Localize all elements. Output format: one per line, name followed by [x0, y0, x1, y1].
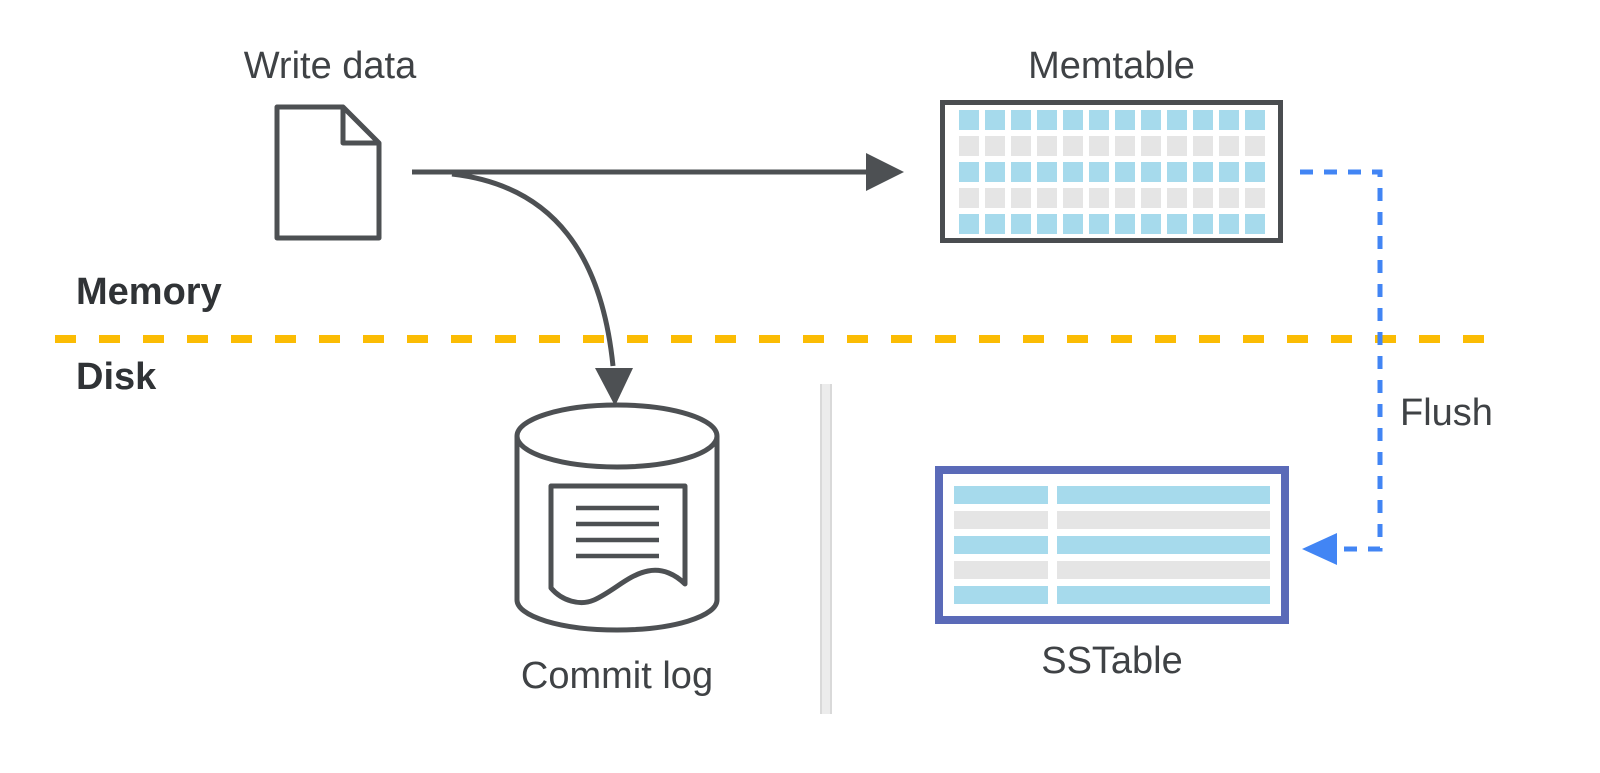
- memtable-cell: [1010, 187, 1031, 208]
- memtable-cell: [1088, 213, 1109, 234]
- memtable-cell: [1036, 187, 1057, 208]
- sstable-cell: [954, 511, 1048, 529]
- memtable-cell: [1166, 187, 1187, 208]
- sstable-cell: [1057, 486, 1270, 504]
- memtable-cell: [1010, 213, 1031, 234]
- memtable-cell: [1166, 213, 1187, 234]
- memtable-cell: [958, 135, 979, 156]
- write-to-commit-log-arrow: [451, 171, 633, 406]
- memtable-cell: [1244, 213, 1265, 234]
- sstable-row: [954, 486, 1270, 504]
- sstable-cell: [1057, 561, 1270, 579]
- sstable-cell: [1057, 586, 1270, 604]
- memtable-cell: [1166, 135, 1187, 156]
- memtable-cell: [1218, 213, 1239, 234]
- sstable-cell: [954, 586, 1048, 604]
- memtable-cell: [1192, 161, 1213, 182]
- memtable-cell: [984, 109, 1005, 130]
- memtable-cell: [1192, 135, 1213, 156]
- memtable-cell: [1114, 213, 1135, 234]
- sstable-label: SSTable: [1041, 640, 1183, 682]
- memtable-cell: [1218, 187, 1239, 208]
- memtable-cell: [1140, 161, 1161, 182]
- sstable-row: [954, 561, 1270, 579]
- memtable-box: [940, 100, 1283, 243]
- write-to-memtable-arrow: [412, 153, 904, 191]
- memtable-cell: [1114, 187, 1135, 208]
- memtable-cell: [958, 187, 979, 208]
- sstable-cell: [954, 561, 1048, 579]
- log-document-icon: [548, 483, 688, 605]
- memtable-cell: [1062, 187, 1083, 208]
- memtable-cell: [984, 213, 1005, 234]
- memtable-cell: [1088, 109, 1109, 130]
- sstable-cell: [954, 536, 1048, 554]
- memtable-cell: [1088, 187, 1109, 208]
- memtable-cell: [1192, 187, 1213, 208]
- memtable-cell: [1166, 161, 1187, 182]
- sstable-row: [954, 586, 1270, 604]
- commit-log-database-icon: [514, 402, 720, 633]
- disk-section-separator: [820, 384, 832, 714]
- memtable-cell: [1036, 109, 1057, 130]
- memtable-cell: [1114, 161, 1135, 182]
- memtable-label: Memtable: [1028, 45, 1195, 87]
- memtable-grid: [945, 105, 1278, 238]
- memtable-cell: [984, 187, 1005, 208]
- flush-arrow: [1300, 169, 1383, 565]
- memtable-cell: [958, 109, 979, 130]
- memtable-cell: [1114, 135, 1135, 156]
- sstable-cell: [954, 486, 1048, 504]
- memtable-cell: [1140, 213, 1161, 234]
- memtable-cell: [984, 135, 1005, 156]
- memtable-cell: [1218, 135, 1239, 156]
- document-icon: [274, 104, 382, 241]
- memtable-cell: [1036, 161, 1057, 182]
- flush-edge-label: Flush: [1400, 392, 1493, 434]
- memtable-cell: [1192, 109, 1213, 130]
- memtable-cell: [1244, 135, 1265, 156]
- memtable-cell: [1062, 109, 1083, 130]
- memtable-cell: [1166, 109, 1187, 130]
- memtable-cell: [1062, 213, 1083, 234]
- sstable-cell: [1057, 511, 1270, 529]
- sstable-cell: [1057, 536, 1270, 554]
- sstable-rows: [943, 474, 1281, 616]
- sstable-row: [954, 511, 1270, 529]
- memtable-cell: [984, 161, 1005, 182]
- memtable-cell: [1218, 109, 1239, 130]
- memtable-cell: [1036, 135, 1057, 156]
- memtable-cell: [1244, 187, 1265, 208]
- sstable-row: [954, 536, 1270, 554]
- memtable-cell: [1244, 109, 1265, 130]
- memtable-cell: [1088, 161, 1109, 182]
- memtable-cell: [1244, 161, 1265, 182]
- memtable-cell: [1062, 135, 1083, 156]
- memtable-cell: [958, 213, 979, 234]
- memtable-cell: [1192, 213, 1213, 234]
- memtable-cell: [1036, 213, 1057, 234]
- memtable-cell: [958, 161, 979, 182]
- memtable-cell: [1114, 109, 1135, 130]
- memtable-cell: [1010, 109, 1031, 130]
- memory-zone-label: Memory: [76, 271, 222, 313]
- sstable-box: [935, 466, 1289, 624]
- memtable-cell: [1010, 135, 1031, 156]
- memtable-cell: [1062, 161, 1083, 182]
- memtable-cell: [1140, 109, 1161, 130]
- disk-zone-label: Disk: [76, 356, 157, 398]
- memtable-cell: [1218, 161, 1239, 182]
- commit-log-label: Commit log: [520, 655, 714, 697]
- memtable-cell: [1088, 135, 1109, 156]
- memtable-cell: [1140, 187, 1161, 208]
- memtable-cell: [1010, 161, 1031, 182]
- write-data-label: Write data: [243, 45, 417, 87]
- memtable-cell: [1140, 135, 1161, 156]
